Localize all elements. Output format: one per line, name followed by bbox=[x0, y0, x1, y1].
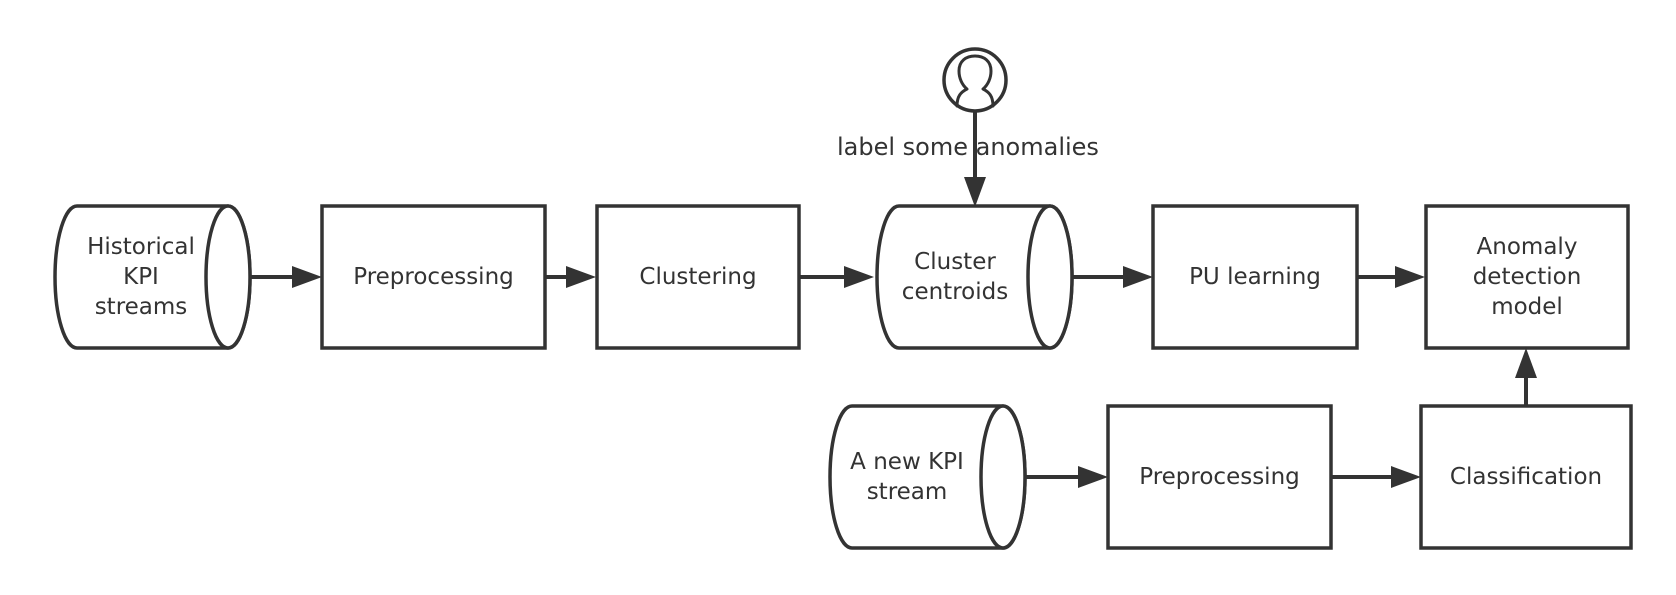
arrowhead bbox=[1078, 466, 1108, 488]
classification-node bbox=[1419, 404, 1633, 550]
pu-learning-node bbox=[1151, 204, 1359, 350]
edges bbox=[250, 112, 1537, 488]
label-some-anomalies-text: label some anomalies bbox=[837, 133, 1099, 161]
arrowhead bbox=[1395, 266, 1425, 288]
historical-kpi-streams-node bbox=[53, 204, 252, 350]
user-icon bbox=[942, 47, 1008, 113]
cluster-centroids-node bbox=[875, 204, 1074, 350]
preprocessing-node-2 bbox=[1106, 404, 1333, 550]
new-kpi-stream-node bbox=[828, 404, 1027, 550]
arrowhead bbox=[566, 266, 596, 288]
anomaly-detection-model-node bbox=[1424, 204, 1630, 350]
arrowhead bbox=[1123, 266, 1153, 288]
arrowhead bbox=[964, 177, 986, 207]
arrowhead bbox=[292, 266, 322, 288]
arrowhead bbox=[1515, 348, 1537, 378]
preprocessing-node bbox=[320, 204, 547, 350]
clustering-node bbox=[595, 204, 801, 350]
arrowhead bbox=[844, 266, 874, 288]
arrowhead bbox=[1391, 466, 1421, 488]
